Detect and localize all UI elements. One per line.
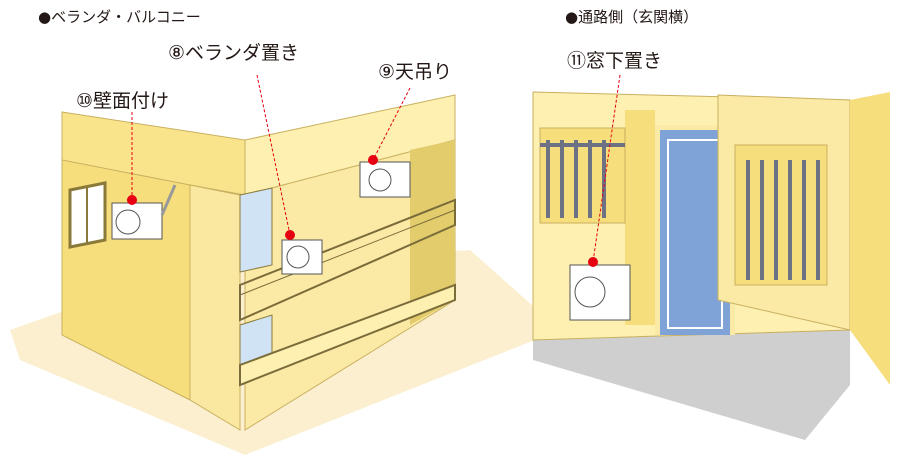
marker-dot bbox=[368, 155, 378, 165]
ac-unit-ceiling bbox=[359, 161, 411, 198]
right-end-wall bbox=[410, 140, 455, 325]
corner-column bbox=[189, 184, 241, 431]
section-title-balcony: ●ベランダ・バルコニー bbox=[38, 8, 201, 26]
ac-unit-under-window bbox=[569, 264, 631, 321]
balcony-railing-lower bbox=[239, 283, 456, 387]
label-wall-mounted: ⑩壁面付け bbox=[76, 90, 170, 112]
leader-line bbox=[256, 74, 291, 236]
leader-line bbox=[592, 74, 621, 263]
window-left-bars bbox=[540, 140, 625, 218]
section-title-passage: ●通路側（玄関横） bbox=[565, 8, 699, 26]
marker-dot bbox=[285, 230, 295, 240]
leader-line bbox=[372, 87, 411, 161]
balcony-railing-upper bbox=[239, 198, 456, 322]
balcony-building bbox=[10, 74, 560, 455]
ac-unit-wall bbox=[111, 184, 177, 240]
window-right-bars bbox=[746, 160, 820, 280]
marker-dot bbox=[127, 195, 137, 205]
passage-building bbox=[532, 74, 890, 440]
marker-dot bbox=[588, 257, 598, 267]
ac-unit-balcony bbox=[281, 239, 323, 275]
label-ceiling-hung: ⑨天吊り bbox=[378, 61, 453, 83]
window-front-upper bbox=[239, 187, 273, 273]
window-left-frame bbox=[539, 127, 626, 224]
right-block-side bbox=[850, 92, 890, 385]
window-right-frame bbox=[734, 144, 828, 286]
label-balcony-floor: ⑧ベランダ置き bbox=[168, 42, 300, 64]
label-under-window: ⑪窓下置き bbox=[567, 50, 663, 72]
